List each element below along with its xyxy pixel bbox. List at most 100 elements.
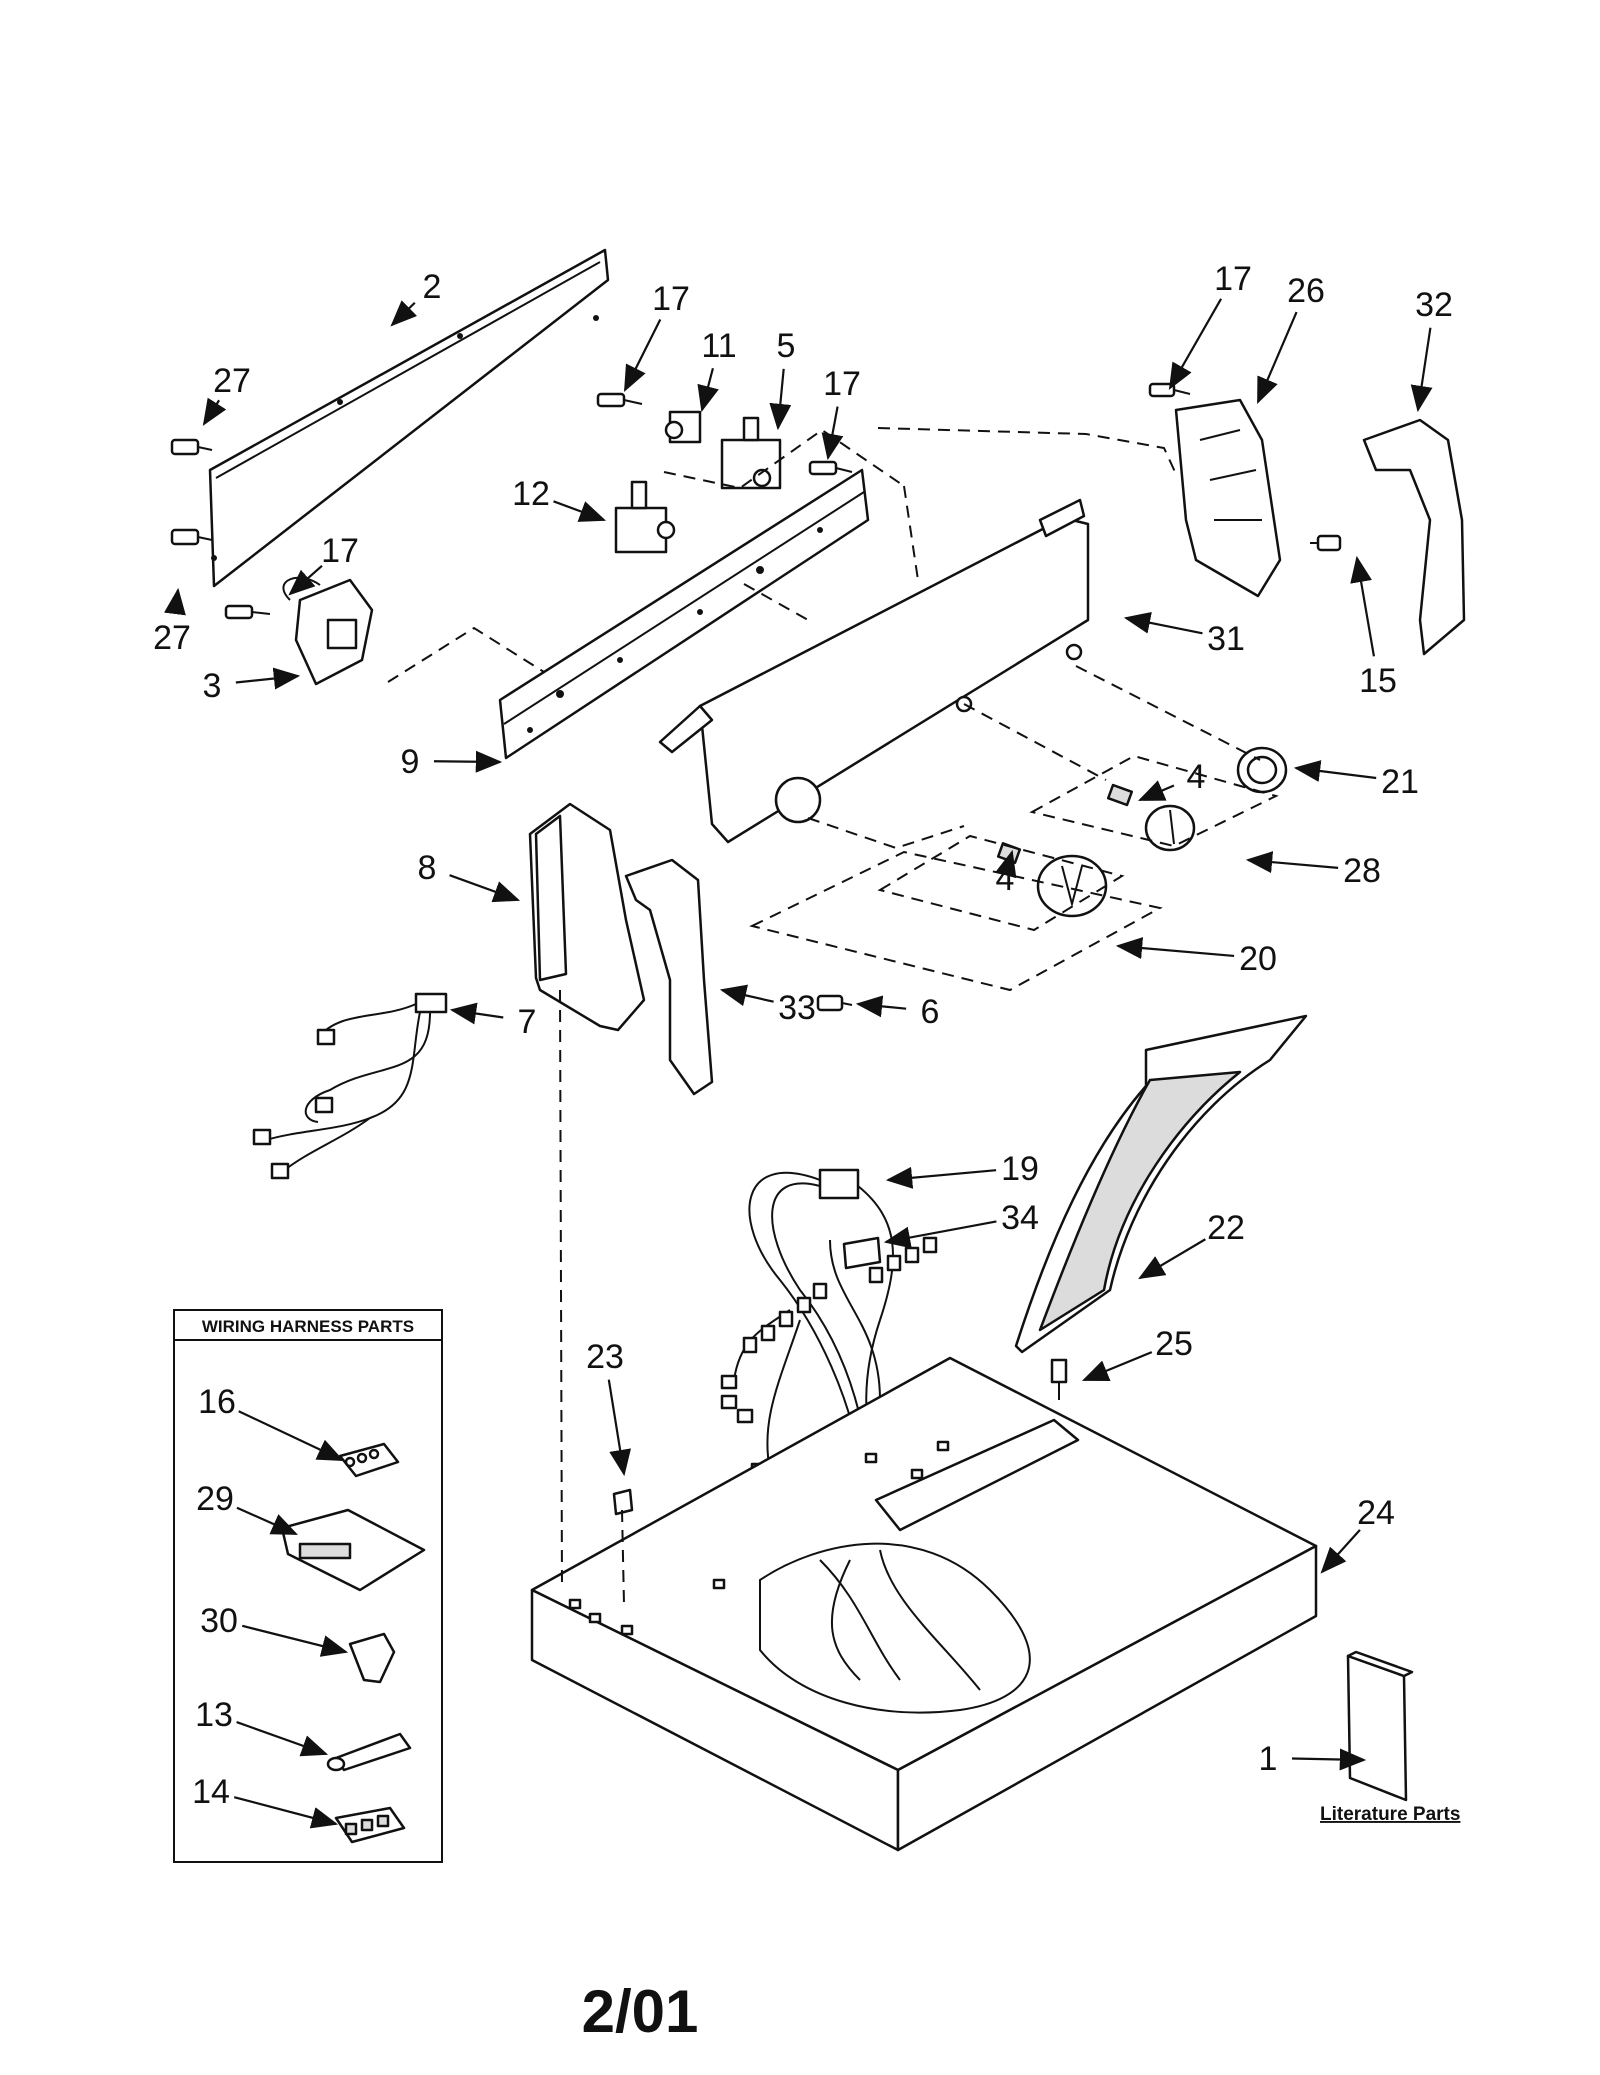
leader-c4b (995, 849, 1017, 879)
wiring-harness-title: WIRING HARNESS PARTS (202, 1317, 414, 1336)
leader-c17b (821, 406, 844, 461)
callout-c34: 34 (1001, 1199, 1039, 1237)
callout-c15: 15 (1359, 662, 1397, 700)
wire-harness-part-7 (252, 992, 448, 1180)
lint-screen-part-22 (1014, 1014, 1308, 1354)
rear-panel-part-2 (208, 248, 610, 588)
callout-c17b: 17 (823, 365, 861, 403)
callout-c24: 24 (1357, 1494, 1395, 1532)
screw-part-17-right (1148, 382, 1191, 398)
screw-part-27-top (170, 438, 213, 456)
leader-c1 (1291, 1748, 1367, 1771)
leader-c4a (1137, 780, 1175, 802)
literature-part-1 (1346, 1650, 1414, 1802)
end-cap-trim-part-33 (624, 858, 714, 1096)
callout-c4b: 4 (996, 860, 1015, 898)
callout-c3: 3 (203, 667, 222, 705)
connector-part-14 (334, 1806, 406, 1844)
callout-c13: 13 (195, 1696, 233, 1734)
callout-c7: 7 (518, 1003, 537, 1041)
leader-c33 (719, 984, 774, 1007)
leader-c9 (433, 750, 503, 773)
leader-c29 (236, 1506, 299, 1536)
callout-c21: 21 (1381, 763, 1419, 801)
callout-c29: 29 (196, 1480, 234, 1518)
control-bracket-part-9 (498, 468, 870, 760)
screw-part-17-left (596, 392, 643, 408)
callout-c14: 14 (192, 1773, 230, 1811)
leader-c15 (1350, 555, 1376, 657)
callout-c30: 30 (200, 1602, 238, 1640)
date-code: 2/01 (582, 1978, 699, 2045)
screw-part-17-timer (224, 604, 271, 620)
wiring-harness-box: WIRING HARNESS PARTS (173, 1309, 443, 1863)
leader-c30 (242, 1624, 349, 1657)
switch-part-11 (664, 410, 702, 444)
callout-c33: 33 (778, 989, 816, 1027)
callout-leaders (164, 298, 1433, 1829)
leader-c25 (1081, 1351, 1153, 1382)
leader-c24 (1320, 1529, 1361, 1574)
callout-c25: 25 (1155, 1325, 1193, 1363)
callout-c17a: 17 (652, 280, 690, 318)
knob-clip-part-4-upper (1106, 783, 1134, 807)
knob-part-20 (1036, 854, 1108, 918)
leader-c13 (236, 1721, 329, 1757)
leader-c21 (1293, 760, 1377, 782)
literature-parts-label: Literature Parts (1320, 1804, 1460, 1825)
leader-c31 (1123, 611, 1203, 635)
leader-c8 (449, 874, 521, 903)
callout-c19: 19 (1001, 1150, 1039, 1188)
callout-c16: 16 (198, 1383, 236, 1421)
knob-part-small (1144, 804, 1196, 852)
switch-part-12 (614, 480, 676, 554)
callout-c11: 11 (701, 327, 736, 365)
leader-c20 (1115, 937, 1235, 960)
leader-c34 (883, 1220, 997, 1249)
leader-c3 (235, 667, 301, 690)
timer-part-3 (282, 576, 374, 686)
leader-c17a (624, 318, 662, 392)
leader-c23 (607, 1379, 632, 1477)
end-cap-part-8 (528, 802, 646, 1032)
leader-c32 (1410, 327, 1433, 413)
leader-c16 (238, 1410, 344, 1461)
leader-c17d (1168, 298, 1223, 390)
leader-c27a (202, 397, 227, 426)
bracket-part-34 (842, 1236, 882, 1270)
callout-c22: 22 (1207, 1209, 1245, 1247)
leader-c27b (164, 587, 186, 616)
push-button-part-21 (1236, 746, 1288, 794)
clip-part-23 (612, 1488, 634, 1516)
leader-c11 (697, 367, 719, 413)
callout-c9: 9 (401, 743, 420, 781)
screw-part-27-bottom (170, 528, 213, 546)
connector-part-29 (280, 1508, 426, 1592)
connector-part-16 (338, 1442, 400, 1478)
callout-c6: 6 (921, 993, 940, 1031)
screw-part-25 (1050, 1358, 1068, 1400)
leader-c26 (1256, 311, 1298, 405)
callout-c2: 2 (423, 268, 442, 306)
screw-part-6 (816, 994, 853, 1012)
callout-c26: 26 (1287, 272, 1325, 310)
callout-c17c: 17 (321, 532, 359, 570)
leader-c6 (855, 995, 907, 1018)
callout-c27b: 27 (153, 619, 191, 657)
end-cap-trim-part-32 (1362, 418, 1466, 656)
end-cap-part-26 (1174, 398, 1282, 598)
callout-c27a: 27 (213, 362, 251, 400)
console-panel-part-31 (658, 498, 1090, 844)
leader-c17c (288, 565, 323, 596)
terminal-part-13 (326, 1732, 412, 1772)
callout-c12: 12 (512, 475, 550, 513)
callout-c32: 32 (1415, 286, 1453, 324)
clip-part-30 (348, 1632, 396, 1684)
alignment-lines (387, 427, 1279, 1605)
top-panel-part-24 (530, 1356, 1318, 1852)
switch-part-5 (720, 416, 782, 490)
leader-c2 (390, 300, 418, 327)
screw-part-17-middle (808, 460, 853, 476)
